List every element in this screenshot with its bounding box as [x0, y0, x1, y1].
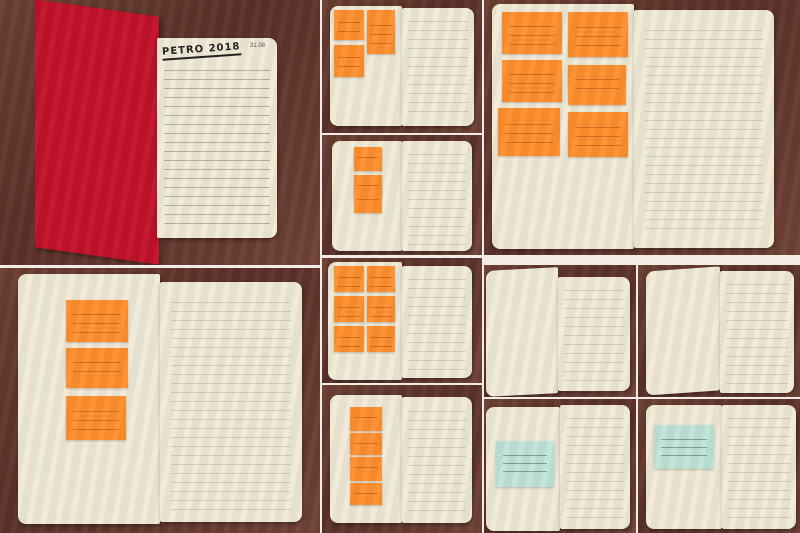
handwritten-lines: [407, 147, 467, 246]
notebook-page-right: [634, 10, 774, 248]
sticky-note-mint: [496, 441, 554, 487]
sticky-note: [334, 10, 364, 40]
photo-spread-6: [322, 258, 482, 383]
notebook-page-right: [402, 397, 472, 523]
sticky-note: [354, 147, 382, 171]
photo-spread-7: [484, 265, 636, 397]
photo-spread-8: [638, 265, 800, 397]
sticky-note: [334, 296, 364, 322]
sticky-note: [350, 483, 382, 505]
notebook-cover: [35, 0, 159, 265]
photo-spread-9: [322, 385, 482, 533]
notebook-page-right: [160, 282, 302, 522]
handwritten-lines: [725, 278, 789, 387]
sticky-note: [354, 189, 382, 213]
handwritten-lines: [645, 24, 763, 237]
sticky-note: [502, 60, 562, 102]
notebook-page-right: [402, 266, 472, 378]
sticky-note: [334, 326, 364, 352]
sticky-note: [367, 326, 395, 352]
sticky-note: [367, 10, 395, 54]
sticky-note: [502, 12, 562, 54]
handwritten-lines: [407, 272, 467, 373]
photo-spread-5: [0, 268, 320, 533]
handwritten-lines: [164, 66, 270, 226]
sticky-note: [498, 108, 560, 156]
sticky-note: [334, 266, 364, 292]
notebook-page-left: [646, 266, 720, 396]
sticky-note: [350, 407, 382, 431]
handwritten-lines: [727, 412, 791, 523]
sticky-note: [66, 300, 128, 342]
handwritten-lines: [563, 283, 625, 386]
handwritten-lines: [407, 404, 467, 517]
photo-red-notebook: [0, 0, 320, 265]
handwritten-lines: [407, 15, 469, 121]
photo-spread-2: [322, 0, 482, 133]
sticky-note: [568, 112, 628, 157]
sticky-note: [350, 457, 382, 481]
notebook-page-right: [402, 141, 472, 251]
notebook-page-right: [720, 271, 794, 393]
notebook-page-right: [402, 8, 474, 126]
sticky-note: [367, 266, 395, 292]
sticky-note: [334, 45, 364, 77]
notebook-page-right: [560, 405, 630, 529]
sticky-note: [66, 396, 126, 440]
sticky-note: [66, 348, 128, 388]
photo-spread-10: [484, 399, 636, 533]
notebook-page-right: [722, 405, 796, 529]
page-number: 31.08: [250, 43, 266, 49]
sticky-note: [568, 65, 626, 105]
sticky-note: [568, 12, 628, 57]
sticky-note: [350, 433, 382, 455]
notebook-page: [157, 38, 277, 238]
photo-spread-3: [322, 135, 482, 255]
photo-spread-11: [638, 399, 800, 533]
notebook-page-right: [558, 277, 630, 391]
sticky-note-mint: [654, 425, 714, 469]
notebook-page-left: [486, 267, 558, 397]
photo-spread-4: [484, 0, 800, 255]
handwritten-lines: [171, 296, 291, 510]
handwritten-lines: [565, 412, 625, 523]
sticky-note: [367, 296, 395, 322]
